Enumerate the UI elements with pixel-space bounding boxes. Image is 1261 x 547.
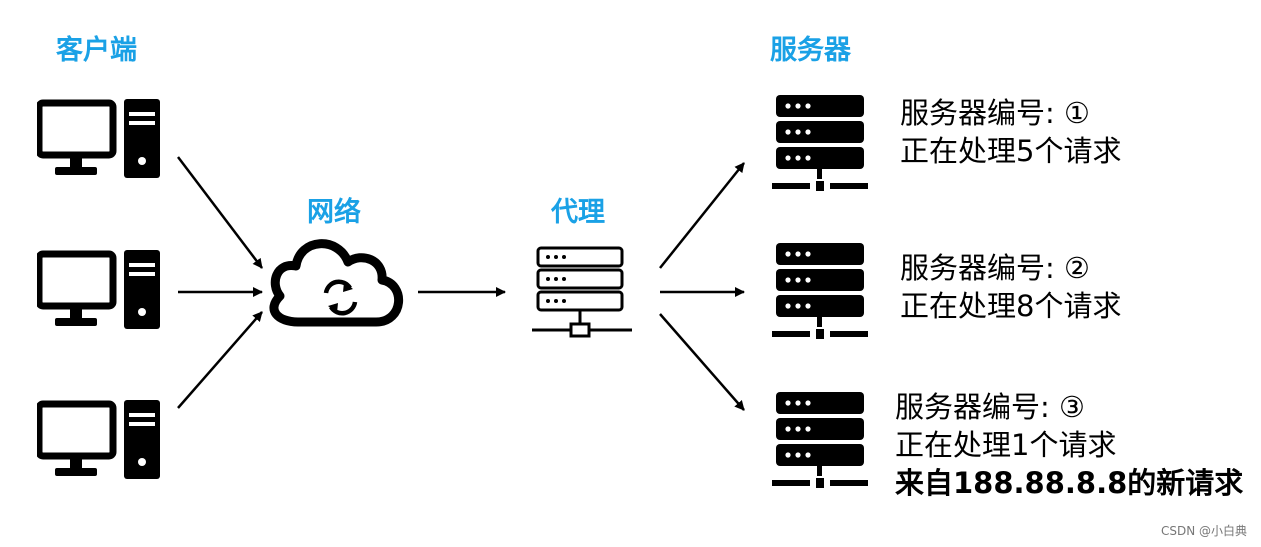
server-rack-icon <box>772 243 868 339</box>
cloud-sync-icon <box>269 239 403 327</box>
server-outline-icon <box>532 246 632 338</box>
server-load-text: 正在处理8个请求 <box>900 289 1122 323</box>
server-3-info: 服务器编号: ③ 正在处理1个请求 来自188.88.8.8的新请求 <box>895 388 1243 502</box>
server-2-info: 服务器编号: ② 正在处理8个请求 <box>900 249 1121 325</box>
watermark: CSDN @小白典 <box>1160 524 1247 538</box>
client-to-network-arrow <box>177 311 263 409</box>
server-number-text: 服务器编号: ② <box>900 251 1090 285</box>
servers-label: 服务器 <box>770 35 851 66</box>
proxy-to-server-arrow <box>659 162 745 269</box>
server-load-text: 正在处理5个请求 <box>900 134 1122 168</box>
server-rack-icon <box>772 392 868 488</box>
new-request-text: 来自188.88.8.8的新请求 <box>895 466 1244 500</box>
server-rack-icon <box>772 95 868 191</box>
server-1-info: 服务器编号: ① 正在处理5个请求 <box>900 94 1121 170</box>
server-load-text: 正在处理1个请求 <box>895 428 1117 462</box>
client-computer-icon <box>39 250 160 329</box>
client-computer-icon <box>39 99 160 178</box>
client-to-network-arrow <box>177 156 263 269</box>
client-label: 客户端 <box>56 35 137 66</box>
proxy-label: 代理 <box>551 197 605 228</box>
client-computer-icon <box>39 400 160 479</box>
network-label: 网络 <box>307 197 361 228</box>
server-number-text: 服务器编号: ③ <box>895 390 1085 424</box>
server-number-text: 服务器编号: ① <box>900 96 1090 130</box>
proxy-to-server-arrow <box>659 313 745 411</box>
